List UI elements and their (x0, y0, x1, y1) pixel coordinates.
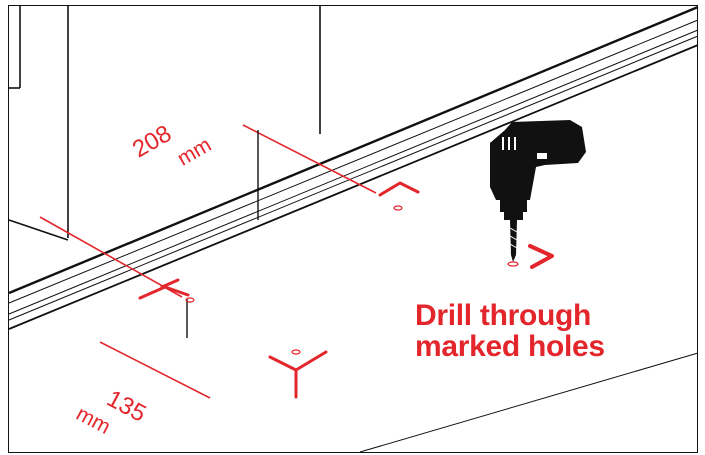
hole-marker-upper (378, 181, 420, 211)
worktop-rail (8, 5, 699, 453)
cabinet (8, 5, 321, 241)
arrow-right-icon (528, 244, 554, 269)
diagram-frame (8, 5, 698, 453)
instruction-line-1: Drill through (415, 299, 592, 332)
instruction-callout: Drill through marked holes (415, 300, 605, 362)
hole-marker-lower (268, 349, 328, 399)
power-drill-icon (490, 120, 586, 267)
dimension-lines (39, 124, 377, 399)
hole-marker-left (138, 278, 195, 303)
leader-lines (186, 130, 259, 338)
instruction-line-2: marked holes (415, 330, 605, 363)
